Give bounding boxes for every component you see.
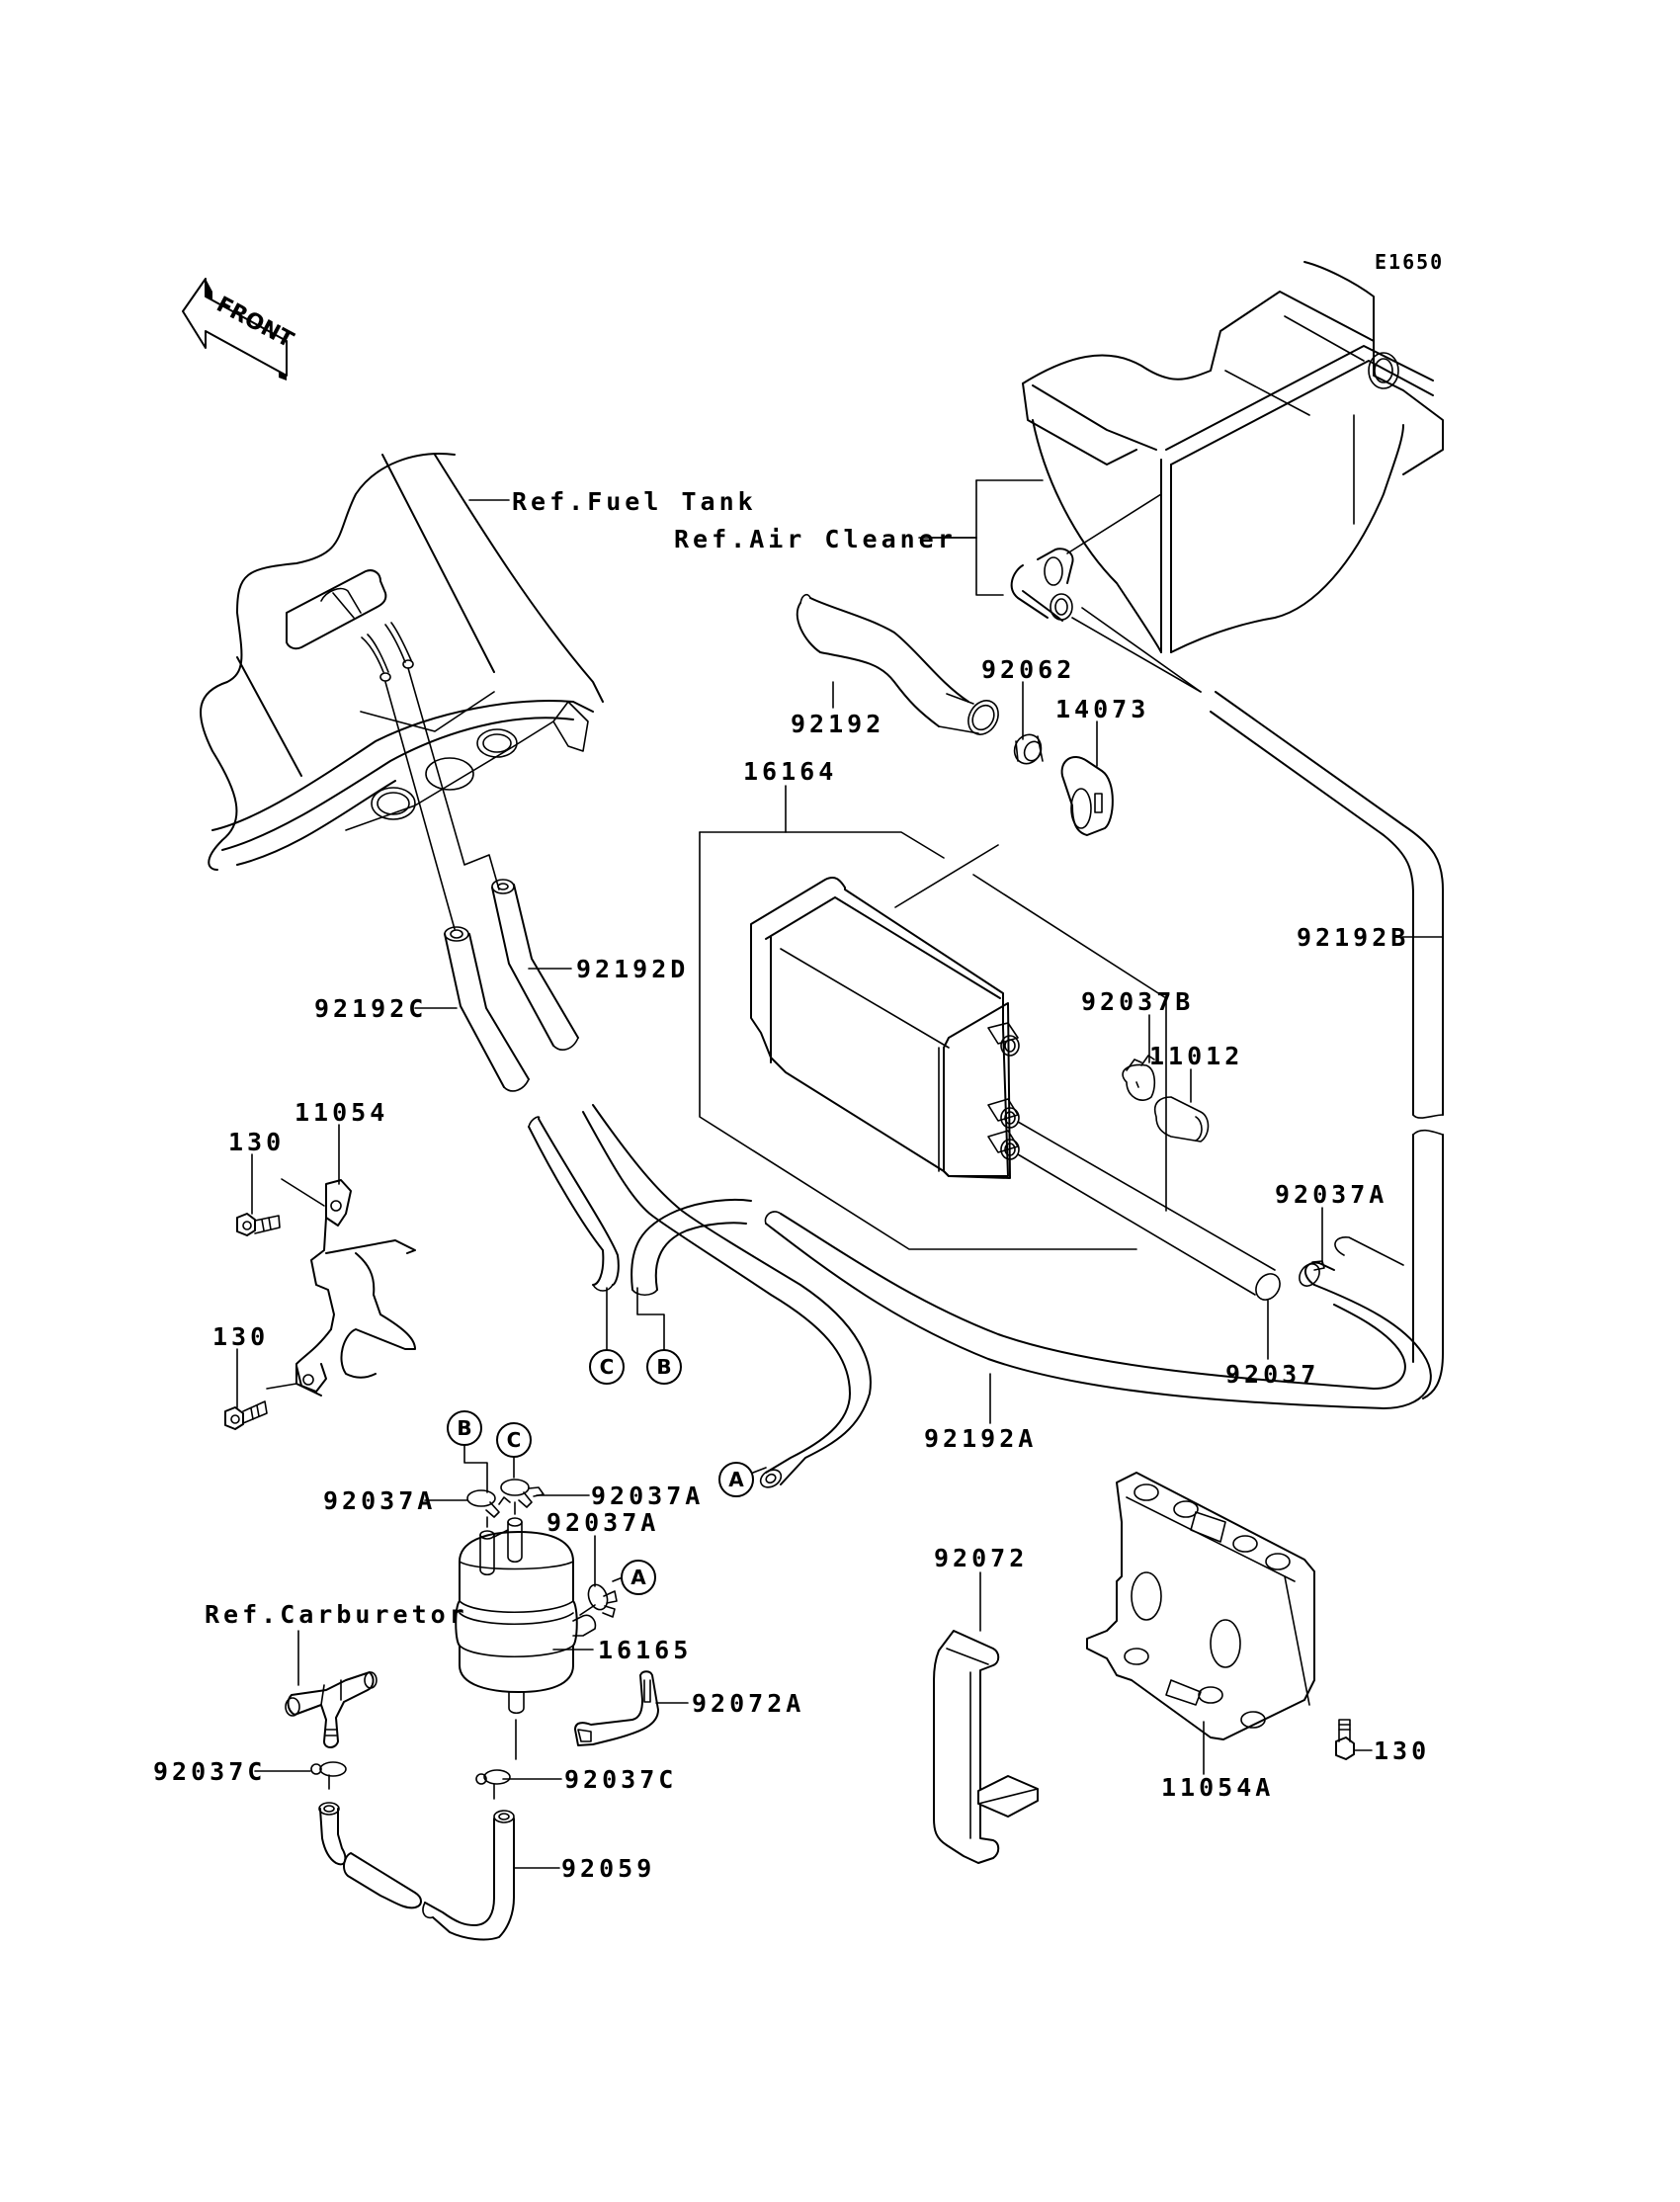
part-label-92192d: 92192D: [576, 955, 690, 983]
part-label-11012: 11012: [1149, 1042, 1244, 1070]
air-cleaner-drawing: [918, 261, 1444, 693]
ref-fuel-tank-label: Ref.Fuel Tank: [512, 487, 757, 516]
part-label-92037a-filter-side: 92037A: [546, 1508, 660, 1537]
connector-a-filter: A: [621, 1560, 656, 1595]
part-label-130-upper: 130: [228, 1128, 286, 1156]
hose-92192-drawing: [796, 593, 1114, 836]
part-label-16165: 16165: [598, 1636, 693, 1664]
connector-c-hose: C: [589, 1349, 625, 1385]
part-label-92037a-filter-right: 92037A: [591, 1482, 705, 1510]
part-label-92192b: 92192B: [1297, 923, 1410, 952]
connector-b-hose: B: [646, 1349, 682, 1385]
ref-carburetor-label: Ref.Carburetor: [205, 1600, 468, 1629]
strap-92072a-drawing: [574, 1670, 659, 1746]
carburetor-tee-drawing: [285, 1671, 378, 1748]
part-label-92037: 92037: [1225, 1360, 1320, 1389]
hose-92192a-drawing: [764, 1211, 1432, 1409]
part-label-14073: 14073: [1055, 695, 1150, 723]
bolt-130-lower-icon: [224, 1400, 268, 1430]
bracket-11054-drawing: [266, 1178, 416, 1397]
part-label-130-lower: 130: [212, 1322, 270, 1351]
part-label-92072: 92072: [934, 1544, 1029, 1572]
clamp-92037c-drawing: [310, 1761, 511, 1800]
bracket-11054a-drawing: [1086, 1472, 1355, 1760]
hose-92059-drawing: [318, 1802, 515, 1941]
part-label-92192a: 92192A: [924, 1424, 1038, 1453]
connector-a-hose: A: [718, 1462, 754, 1497]
part-label-92059: 92059: [561, 1854, 656, 1883]
part-label-11054: 11054: [294, 1098, 389, 1127]
holder-92072-drawing: [933, 1630, 1039, 1864]
part-label-92062: 92062: [981, 655, 1076, 684]
canister-nipple-icon: [987, 1022, 1020, 1160]
ref-air-cleaner-label: Ref.Air Cleaner: [674, 525, 957, 553]
connector-c-filter: C: [496, 1422, 532, 1458]
part-label-130-bracket: 130: [1374, 1736, 1431, 1765]
connector-b-filter: B: [447, 1410, 482, 1446]
part-label-92037b: 92037B: [1081, 987, 1195, 1016]
figure-code: E1650: [1375, 250, 1445, 274]
part-label-92037a-right: 92037A: [1275, 1180, 1388, 1209]
canister-16164-drawing: [699, 831, 1276, 1296]
fuel-filter-16165-drawing: [455, 1479, 618, 1760]
part-label-92037a-filter-left: 92037A: [323, 1486, 437, 1515]
part-label-92192: 92192: [791, 710, 885, 738]
part-label-92037c-right: 92037C: [564, 1765, 678, 1794]
bolt-130-upper-icon: [236, 1213, 281, 1236]
part-label-92072a: 92072A: [692, 1689, 805, 1718]
part-label-16164: 16164: [743, 757, 838, 786]
part-label-92037c-left: 92037C: [153, 1757, 267, 1786]
fuel-tank-drawing: [200, 453, 604, 930]
clamp-92037-drawing: [1255, 1260, 1325, 1301]
hose-92192c-92192d-drawing: [444, 879, 872, 1488]
part-label-11054a: 11054A: [1161, 1773, 1275, 1802]
leader-lines: [236, 499, 1444, 1869]
hose-92192b-drawing: [1081, 607, 1444, 1399]
front-arrow-icon: FRONT: [182, 278, 297, 381]
part-label-92192c: 92192C: [314, 994, 428, 1023]
